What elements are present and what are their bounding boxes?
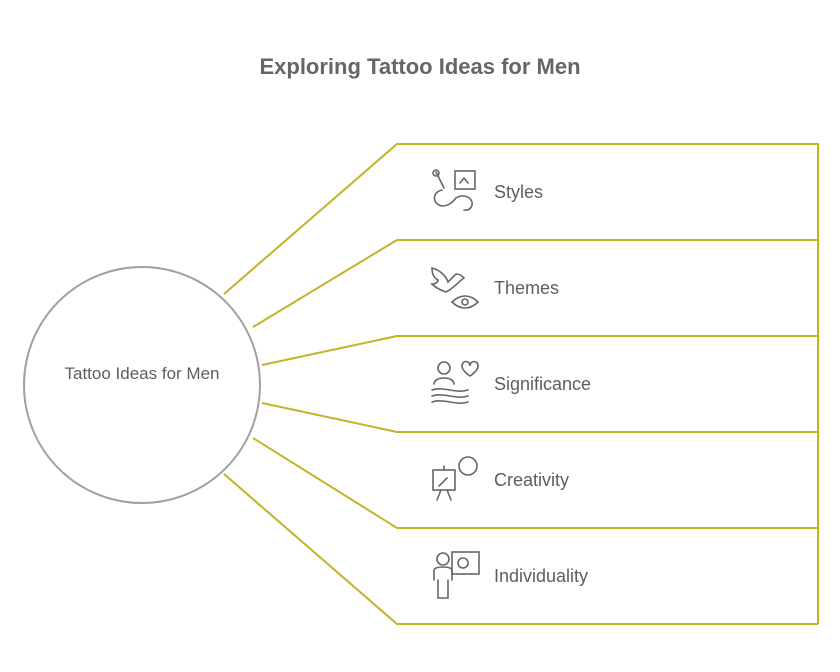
dove-eye-icon [430, 266, 480, 309]
easel-palette-icon [432, 456, 478, 501]
center-circle [23, 266, 261, 504]
person-heart-flag-icon [431, 360, 479, 404]
connector-creativity [261, 402, 818, 433]
person-palette-icon [433, 551, 480, 599]
connector-bottom [223, 473, 818, 625]
center-label: Tattoo Ideas for Men [64, 364, 220, 383]
connector-individuality [252, 437, 818, 529]
item-label-styles: Styles [494, 182, 544, 202]
item-label-creativity: Creativity [494, 470, 570, 490]
connector-themes [252, 239, 818, 328]
item-label-themes: Themes [494, 278, 560, 298]
connector-significance [261, 335, 818, 366]
paintbrush-elephant-icon [432, 169, 476, 211]
connector-styles [223, 143, 819, 624]
item-label-individuality: Individuality [494, 566, 589, 586]
item-label-significance: Significance [494, 374, 592, 394]
diagram-title: Exploring Tattoo Ideas for Men [259, 54, 581, 79]
